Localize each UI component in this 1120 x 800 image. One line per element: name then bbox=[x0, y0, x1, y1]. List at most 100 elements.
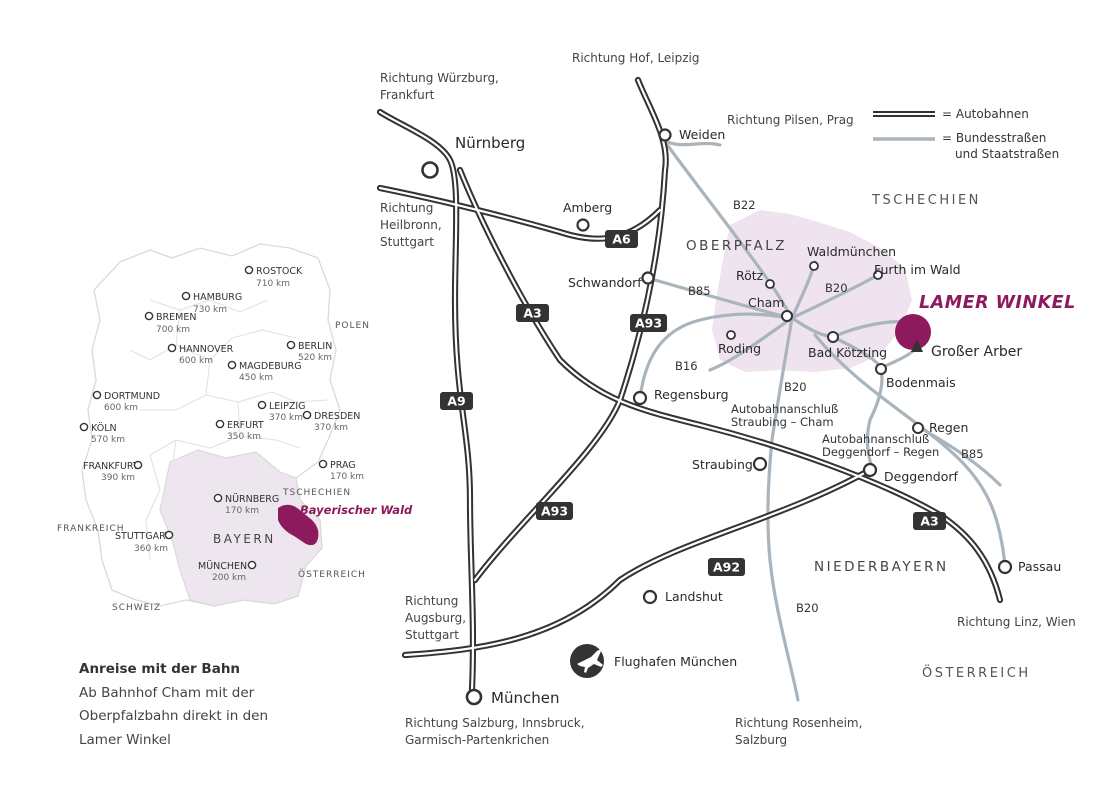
svg-text:170 km: 170 km bbox=[330, 472, 364, 482]
sign-a92: A92 bbox=[708, 558, 745, 576]
city-marker-waldmuenchen bbox=[809, 261, 819, 271]
svg-text:HANNOVER: HANNOVER bbox=[179, 344, 234, 355]
city-marker-roding bbox=[726, 330, 736, 340]
svg-text:200 km: 200 km bbox=[212, 573, 246, 583]
svg-text:A92: A92 bbox=[713, 560, 740, 575]
label-oesterreich-small: ÖSTERREICH bbox=[298, 569, 366, 580]
legend-bundes-1: = Bundesstraßen bbox=[942, 131, 1046, 145]
svg-text:Richtung Salzburg, Innsbruck,: Richtung Salzburg, Innsbruck, bbox=[405, 716, 585, 730]
cities: Nürnberg München Weiden Amberg Schwandor… bbox=[421, 127, 1061, 707]
svg-text:570 km: 570 km bbox=[91, 435, 125, 445]
label-bayern: BAYERN bbox=[213, 532, 276, 546]
label-oberpfalz: OBERPFALZ bbox=[686, 238, 787, 254]
svg-text:370 km: 370 km bbox=[269, 413, 303, 423]
small-city-prag: PRAG 170 km bbox=[318, 459, 364, 482]
svg-text:STUTTGART: STUTTGART bbox=[115, 531, 171, 542]
sign-a9: A9 bbox=[440, 392, 473, 410]
bundesstrassen bbox=[638, 133, 1007, 702]
train-info-line1: Ab Bahnhof Cham mit der bbox=[79, 684, 255, 701]
svg-text:BREMEN: BREMEN bbox=[156, 312, 196, 323]
sign-a93-south: A93 bbox=[536, 502, 573, 520]
svg-text:Richtung Pilsen, Prag: Richtung Pilsen, Prag bbox=[727, 113, 854, 127]
legend-bundes-2: und Staatstraßen bbox=[955, 147, 1059, 161]
bayerischer-wald-area bbox=[278, 504, 319, 546]
small-city-hamburg: HAMBURG 730 km bbox=[181, 291, 242, 315]
svg-text:700 km: 700 km bbox=[156, 325, 190, 335]
city-marker-bodenmais bbox=[875, 363, 887, 375]
sign-a93-north: A93 bbox=[630, 314, 667, 332]
city-marker-landshut bbox=[642, 589, 658, 605]
svg-text:FRANKFURT: FRANKFURT bbox=[83, 461, 139, 472]
city-marker-cham bbox=[781, 310, 793, 322]
svg-text:370 km: 370 km bbox=[314, 423, 348, 433]
svg-text:520 km: 520 km bbox=[298, 353, 332, 363]
svg-text:360 km: 360 km bbox=[134, 544, 168, 554]
small-city-bremen: BREMEN 700 km bbox=[144, 311, 196, 335]
small-city-muenchen: MÜNCHEN 200 km bbox=[198, 560, 257, 583]
svg-text:730 km: 730 km bbox=[193, 305, 227, 315]
label-schweiz: SCHWEIZ bbox=[112, 603, 161, 613]
svg-text:NÜRNBERG: NÜRNBERG bbox=[225, 494, 279, 505]
city-amberg: Amberg bbox=[563, 200, 612, 215]
city-landshut: Landshut bbox=[665, 589, 723, 604]
svg-text:Straubing – Cham: Straubing – Cham bbox=[731, 415, 834, 429]
mountain-icon bbox=[911, 339, 923, 352]
city-marker-muenchen bbox=[465, 688, 483, 706]
svg-text:A93: A93 bbox=[541, 504, 568, 519]
city-roding: Roding bbox=[718, 341, 761, 356]
svg-text:A9: A9 bbox=[447, 394, 465, 409]
train-info-line3: Lamer Winkel bbox=[79, 731, 171, 748]
label-airport: Flughafen München bbox=[614, 654, 737, 669]
label-polen: POLEN bbox=[335, 321, 370, 331]
small-city-frankfurt: FRANKFURT 390 km bbox=[83, 460, 143, 483]
train-info-line2: Oberpfalzbahn direkt in den bbox=[79, 708, 269, 724]
city-marker-regen bbox=[912, 422, 924, 434]
svg-text:A93: A93 bbox=[635, 316, 662, 331]
city-schwandorf: Schwandorf bbox=[568, 275, 642, 290]
svg-text:B85: B85 bbox=[961, 447, 984, 461]
germany-overview-map: POLEN TSCHECHIEN FRANKREICH ÖSTERREICH S… bbox=[57, 243, 413, 613]
svg-text:390 km: 390 km bbox=[101, 473, 135, 483]
svg-text:600 km: 600 km bbox=[104, 403, 138, 413]
small-city-stuttgart: STUTTGART 360 km bbox=[115, 530, 174, 554]
city-weiden: Weiden bbox=[679, 127, 725, 142]
train-info: Anreise mit der Bahn Ab Bahnhof Cham mit… bbox=[79, 658, 399, 752]
label-tschechien: TSCHECHIEN bbox=[871, 193, 981, 208]
city-grosser-arber: Großer Arber bbox=[931, 344, 1022, 360]
small-city-leipzig: LEIPZIG 370 km bbox=[257, 400, 306, 423]
svg-text:Heilbronn,: Heilbronn, bbox=[380, 218, 442, 232]
sign-a3-south: A3 bbox=[913, 512, 946, 530]
sign-a3-north: A3 bbox=[516, 304, 549, 322]
city-marker-roetz bbox=[765, 279, 775, 289]
city-marker-bad-koetzting bbox=[827, 331, 839, 343]
road-numbers: B22 B85 B20 B16 B20 B85 B20 bbox=[675, 198, 984, 615]
svg-text:Richtung Linz, Wien: Richtung Linz, Wien bbox=[957, 615, 1076, 629]
svg-text:450 km: 450 km bbox=[239, 373, 273, 383]
city-marker-deggendorf bbox=[862, 462, 878, 478]
city-marker-regensburg bbox=[632, 390, 648, 406]
svg-text:B20: B20 bbox=[825, 281, 848, 295]
label-tschechien-small: TSCHECHIEN bbox=[282, 488, 351, 498]
city-regen: Regen bbox=[929, 420, 968, 435]
city-marker-weiden bbox=[658, 128, 672, 142]
svg-text:Richtung Rosenheim,: Richtung Rosenheim, bbox=[735, 716, 862, 730]
svg-text:350 km: 350 km bbox=[227, 432, 261, 442]
city-marker-nuernberg bbox=[421, 161, 439, 179]
city-cham: Cham bbox=[748, 295, 785, 310]
svg-text:HAMBURG: HAMBURG bbox=[193, 292, 242, 303]
city-roetz: Rötz bbox=[736, 268, 764, 283]
svg-text:Richtung: Richtung bbox=[405, 594, 458, 608]
svg-text:B20: B20 bbox=[796, 601, 819, 615]
small-city-berlin: BERLIN 520 km bbox=[286, 340, 332, 363]
svg-text:KÖLN: KÖLN bbox=[91, 423, 117, 434]
highlight-area bbox=[712, 210, 912, 372]
svg-text:Autobahnanschluß: Autobahnanschluß bbox=[822, 432, 929, 446]
city-marker-furth bbox=[873, 270, 883, 280]
train-info-title: Anreise mit der Bahn bbox=[79, 661, 241, 677]
svg-text:A6: A6 bbox=[612, 232, 631, 247]
label-lamer-winkel: LAMER WINKEL bbox=[919, 293, 1076, 313]
direction-labels: Richtung Würzburg, Frankfurt Richtung Ho… bbox=[380, 51, 1076, 747]
svg-text:B85: B85 bbox=[688, 284, 711, 298]
city-muenchen: München bbox=[491, 689, 559, 707]
city-furth: Furth im Wald bbox=[874, 262, 961, 277]
